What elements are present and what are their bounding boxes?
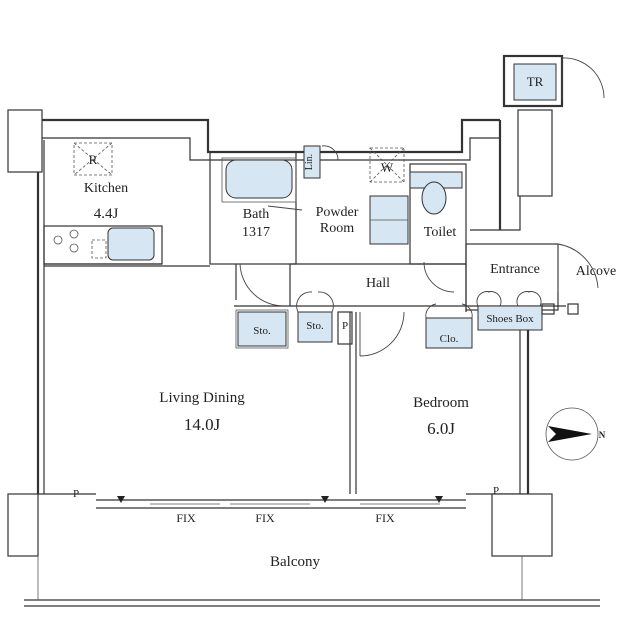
- interior-doors: [349, 311, 405, 494]
- compass-needle: [548, 426, 592, 442]
- washer-label: W: [381, 160, 394, 175]
- toilet-label: Toilet: [424, 225, 457, 240]
- bath-name: Bath: [243, 207, 269, 222]
- cooktop: [53, 229, 79, 253]
- pillar-top-right: [517, 109, 553, 197]
- pillar-bottom-left: [7, 493, 39, 557]
- hall-label: Hall: [366, 276, 390, 291]
- toilet-bowl: [421, 181, 447, 215]
- pipe-space-1-label: P: [342, 320, 348, 332]
- powder-room-line2: Room: [320, 221, 354, 236]
- pipe-space-3-label: P: [493, 485, 499, 497]
- storage-1-label: Sto.: [253, 325, 271, 337]
- window-line: [96, 496, 466, 509]
- washer-space: [369, 147, 405, 183]
- fix-window-3-label: FIX: [375, 511, 395, 525]
- storage-units: [235, 291, 473, 349]
- trunk-room: [502, 54, 605, 108]
- bath-size: 1317: [242, 225, 270, 240]
- bathtub: [225, 159, 293, 199]
- bedroom-name: Bedroom: [413, 395, 469, 411]
- vanity: [290, 195, 466, 265]
- window-marker: [321, 496, 329, 503]
- compass-north-label: N: [599, 430, 606, 440]
- balcony-area: [24, 556, 600, 607]
- window-marker: [117, 496, 125, 503]
- pillar-top-left: [7, 109, 43, 173]
- toilet-room: [409, 163, 467, 293]
- kitchen-sink: [107, 227, 155, 261]
- entrance-area: [465, 243, 599, 331]
- kitchen-area: [43, 142, 210, 267]
- labels: R Kitchen 4.4J Bath 1317 Lin. W Powder R…: [73, 74, 616, 570]
- living-dining-name: Living Dining: [159, 390, 245, 406]
- pipe-space-2-label: P: [73, 488, 79, 500]
- kitchen-name: Kitchen: [84, 181, 128, 196]
- linen-closet: [303, 145, 339, 179]
- entrance-label: Entrance: [490, 262, 540, 277]
- living-dining-size: 14.0J: [184, 415, 221, 434]
- window-marker: [435, 496, 443, 503]
- powder-room-line1: Powder: [316, 205, 359, 220]
- storage-2-label: Sto.: [306, 320, 324, 332]
- bedroom-size: 6.0J: [427, 419, 455, 438]
- compass: [545, 407, 599, 461]
- kitchen-size: 4.4J: [94, 206, 119, 222]
- shoes-box-label: Shoes Box: [486, 313, 534, 325]
- linen-label: Lin.: [304, 154, 315, 170]
- kitchen-r-label: R: [89, 152, 98, 167]
- closet-label: Clo.: [440, 333, 459, 345]
- pillar-bottom-right: [491, 493, 553, 557]
- fix-window-1-label: FIX: [176, 511, 196, 525]
- fix-window-2-label: FIX: [255, 511, 275, 525]
- trunk-room-label: TR: [527, 74, 544, 89]
- bath-area: [209, 151, 303, 265]
- balcony-label: Balcony: [270, 554, 320, 570]
- alcove-label: Alcove: [576, 264, 616, 279]
